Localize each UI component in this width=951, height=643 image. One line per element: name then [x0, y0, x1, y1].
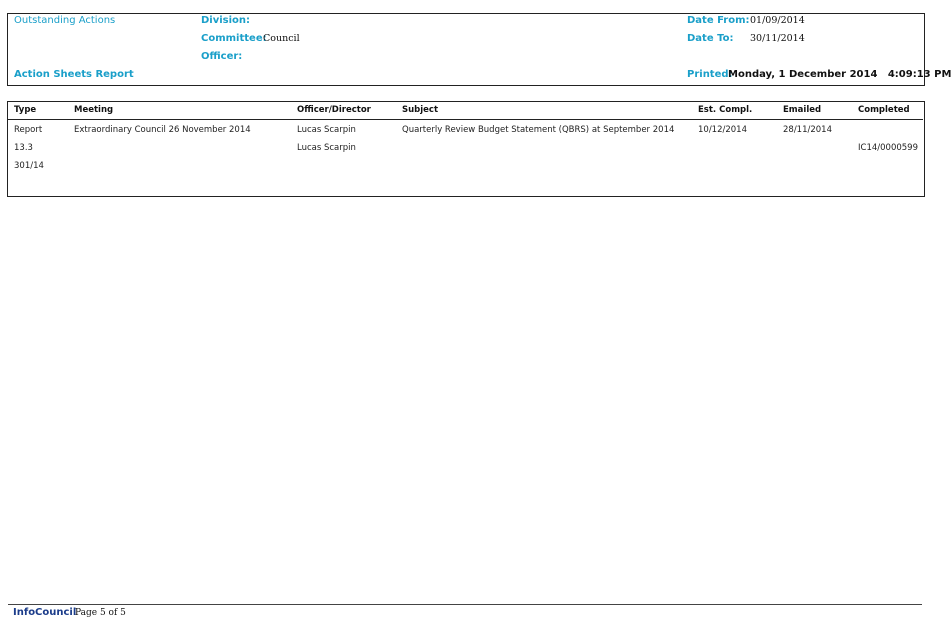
report-title: Action Sheets Report	[14, 69, 134, 80]
division-label: Division:	[201, 15, 251, 26]
officer-label: Officer:	[201, 51, 243, 62]
printed-label: Printed:	[687, 69, 733, 80]
col-header-subject: Subject	[402, 105, 439, 115]
committee-value: Council	[263, 33, 300, 44]
cell-est-compl: 10/12/2014	[698, 125, 747, 135]
date-to-label: Date To:	[687, 33, 734, 44]
page-number: Page 5 of 5	[75, 608, 126, 618]
cell-completed: IC14/0000599	[858, 143, 918, 153]
footer-brand: InfoCouncil	[13, 607, 77, 618]
col-header-completed: Completed	[858, 105, 910, 115]
actions-table: Type Meeting Officer/Director Subject Es…	[7, 101, 925, 197]
cell-emailed: 28/11/2014	[783, 125, 832, 135]
cell-meeting: Extraordinary Council 26 November 2014	[74, 125, 251, 135]
col-header-emailed: Emailed	[783, 105, 822, 115]
cell-type: 13.3	[14, 143, 33, 153]
footer-divider	[8, 604, 922, 605]
date-from-label: Date From:	[687, 15, 750, 26]
report-header: Outstanding Actions Division: Committee:…	[7, 13, 951, 86]
printed-value: Monday, 1 December 2014 4:09:13 PM	[728, 69, 951, 80]
cell-type: 301/14	[14, 161, 44, 171]
date-from-value: 01/09/2014	[750, 15, 805, 26]
date-to-value: 30/11/2014	[750, 33, 805, 44]
cell-type: Report	[14, 125, 43, 135]
report-type: Outstanding Actions	[14, 15, 116, 26]
header-divider	[8, 119, 923, 120]
cell-officer: Lucas Scarpin	[297, 143, 356, 153]
col-header-type: Type	[14, 105, 37, 115]
col-header-est-compl: Est. Compl.	[698, 105, 753, 115]
col-header-meeting: Meeting	[74, 105, 114, 115]
committee-label: Committee:	[201, 33, 267, 44]
cell-subject: Quarterly Review Budget Statement (QBRS)…	[402, 125, 675, 135]
col-header-officer: Officer/Director	[297, 105, 371, 115]
cell-officer: Lucas Scarpin	[297, 125, 356, 135]
